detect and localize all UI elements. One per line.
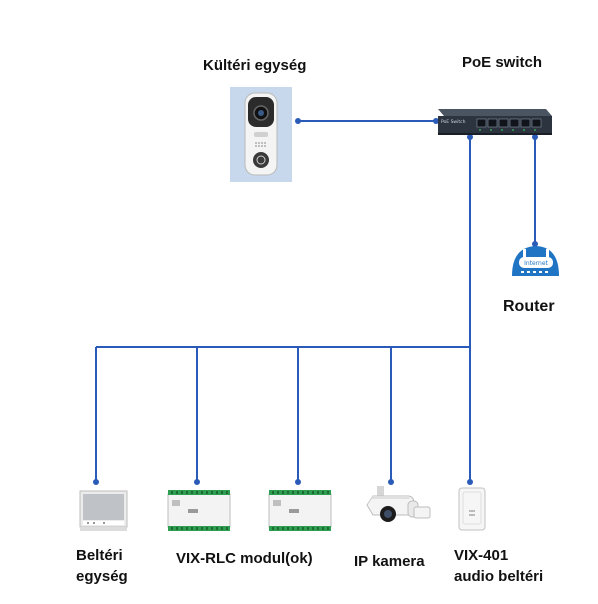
indoor-monitor-icon	[79, 490, 128, 531]
router-badge-text: Internet	[524, 260, 548, 267]
dot-indoor	[93, 479, 99, 485]
audio-unit-label-line1: VIX-401	[454, 547, 509, 564]
dot-camera	[388, 479, 394, 485]
poe-switch-icon: PoE Switch	[438, 109, 552, 135]
rlc-module-icon-2	[268, 490, 332, 531]
dot-switch-router	[532, 134, 538, 140]
router-icon: Internet	[512, 246, 559, 276]
dot-switch-left	[433, 118, 439, 124]
rlc-module-label: VIX-RLC modul(ok)	[176, 550, 313, 567]
dot-rlc2	[295, 479, 301, 485]
outdoor-unit-label: Kültéri egység	[203, 57, 307, 74]
ip-camera-label: IP kamera	[354, 553, 425, 570]
indoor-unit-label-line1: Beltéri	[76, 547, 123, 564]
rlc-module-icon-1	[167, 490, 231, 531]
ip-camera-icon	[366, 486, 431, 522]
dot-switch-bottom	[467, 134, 473, 140]
dot-router-top	[532, 241, 538, 247]
indoor-unit-label-line2: egység	[76, 568, 128, 585]
connection-dots	[93, 118, 538, 485]
dot-audio	[467, 479, 473, 485]
audio-unit-label-line2: audio beltéri	[454, 568, 544, 585]
svg-text:PoE Switch: PoE Switch	[441, 119, 466, 125]
poe-switch-label: PoE switch	[462, 54, 543, 71]
router-label: Router	[503, 298, 555, 315]
dot-outdoor	[295, 118, 301, 124]
outdoor-unit-icon	[230, 87, 292, 182]
dot-rlc1	[194, 479, 200, 485]
connection-lines	[95, 120, 536, 482]
audio-unit-icon	[458, 487, 486, 531]
